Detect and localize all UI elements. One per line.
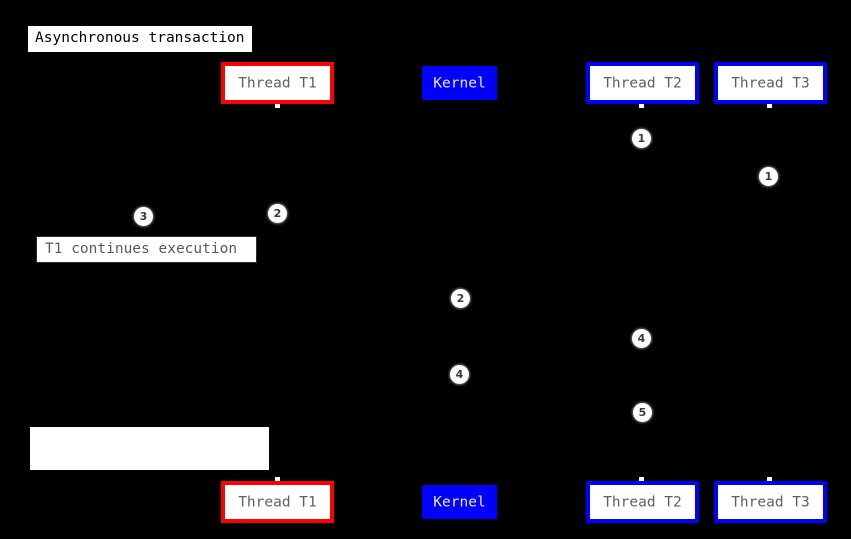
lifeline-nub-t1-top bbox=[275, 104, 280, 108]
participant-thread-t2-top[interactable]: Thread T2 bbox=[586, 62, 699, 104]
lifeline-nub-t2-bottom bbox=[639, 477, 644, 481]
step-badge: 1 bbox=[759, 167, 778, 186]
participant-thread-t2-bottom[interactable]: Thread T2 bbox=[586, 481, 699, 523]
participant-label: Thread T2 bbox=[603, 494, 682, 511]
participant-kernel-top[interactable]: Kernel bbox=[422, 66, 497, 100]
step-badge: 2 bbox=[268, 204, 287, 223]
lifeline-nub-t3-bottom bbox=[767, 477, 772, 481]
step-badge: 2 bbox=[451, 289, 470, 308]
lifeline-nub-t3-top bbox=[767, 104, 772, 108]
participant-label: Thread T1 bbox=[238, 494, 317, 511]
diagram-title: Asynchronous transaction bbox=[27, 25, 253, 53]
participant-thread-t3-top[interactable]: Thread T3 bbox=[714, 62, 827, 104]
step-badge: 5 bbox=[633, 403, 652, 422]
step-badge: 1 bbox=[632, 129, 651, 148]
participant-label: Thread T1 bbox=[238, 75, 317, 92]
participant-label: Thread T3 bbox=[731, 75, 810, 92]
participant-thread-t3-bottom[interactable]: Thread T3 bbox=[714, 481, 827, 523]
participant-label: Thread T3 bbox=[731, 494, 810, 511]
note-empty-block bbox=[30, 427, 269, 470]
step-badge: 4 bbox=[632, 329, 651, 348]
participant-label: Kernel bbox=[433, 494, 486, 511]
participant-label: Thread T2 bbox=[603, 75, 682, 92]
lifeline-nub-t1-bottom bbox=[275, 477, 280, 481]
step-badge: 3 bbox=[134, 207, 153, 226]
participant-thread-t1-top[interactable]: Thread T1 bbox=[221, 62, 334, 104]
participant-thread-t1-bottom[interactable]: Thread T1 bbox=[221, 481, 334, 523]
note-t1-continues-execution: T1 continues execution bbox=[36, 236, 257, 263]
lifeline-nub-t2-top bbox=[639, 104, 644, 108]
participant-kernel-bottom[interactable]: Kernel bbox=[422, 485, 497, 519]
step-badge: 4 bbox=[450, 365, 469, 384]
participant-label: Kernel bbox=[433, 75, 486, 92]
